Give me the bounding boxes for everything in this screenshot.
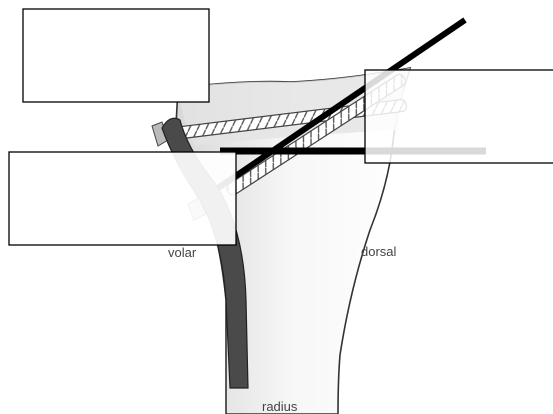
label-volar: volar — [168, 245, 197, 260]
label-dorsal: dorsal — [361, 244, 397, 259]
label-radius: radius — [262, 399, 298, 414]
label-box-top-left[interactable] — [23, 9, 209, 102]
label-box-right[interactable] — [365, 70, 553, 163]
label-box-left[interactable] — [9, 152, 236, 245]
